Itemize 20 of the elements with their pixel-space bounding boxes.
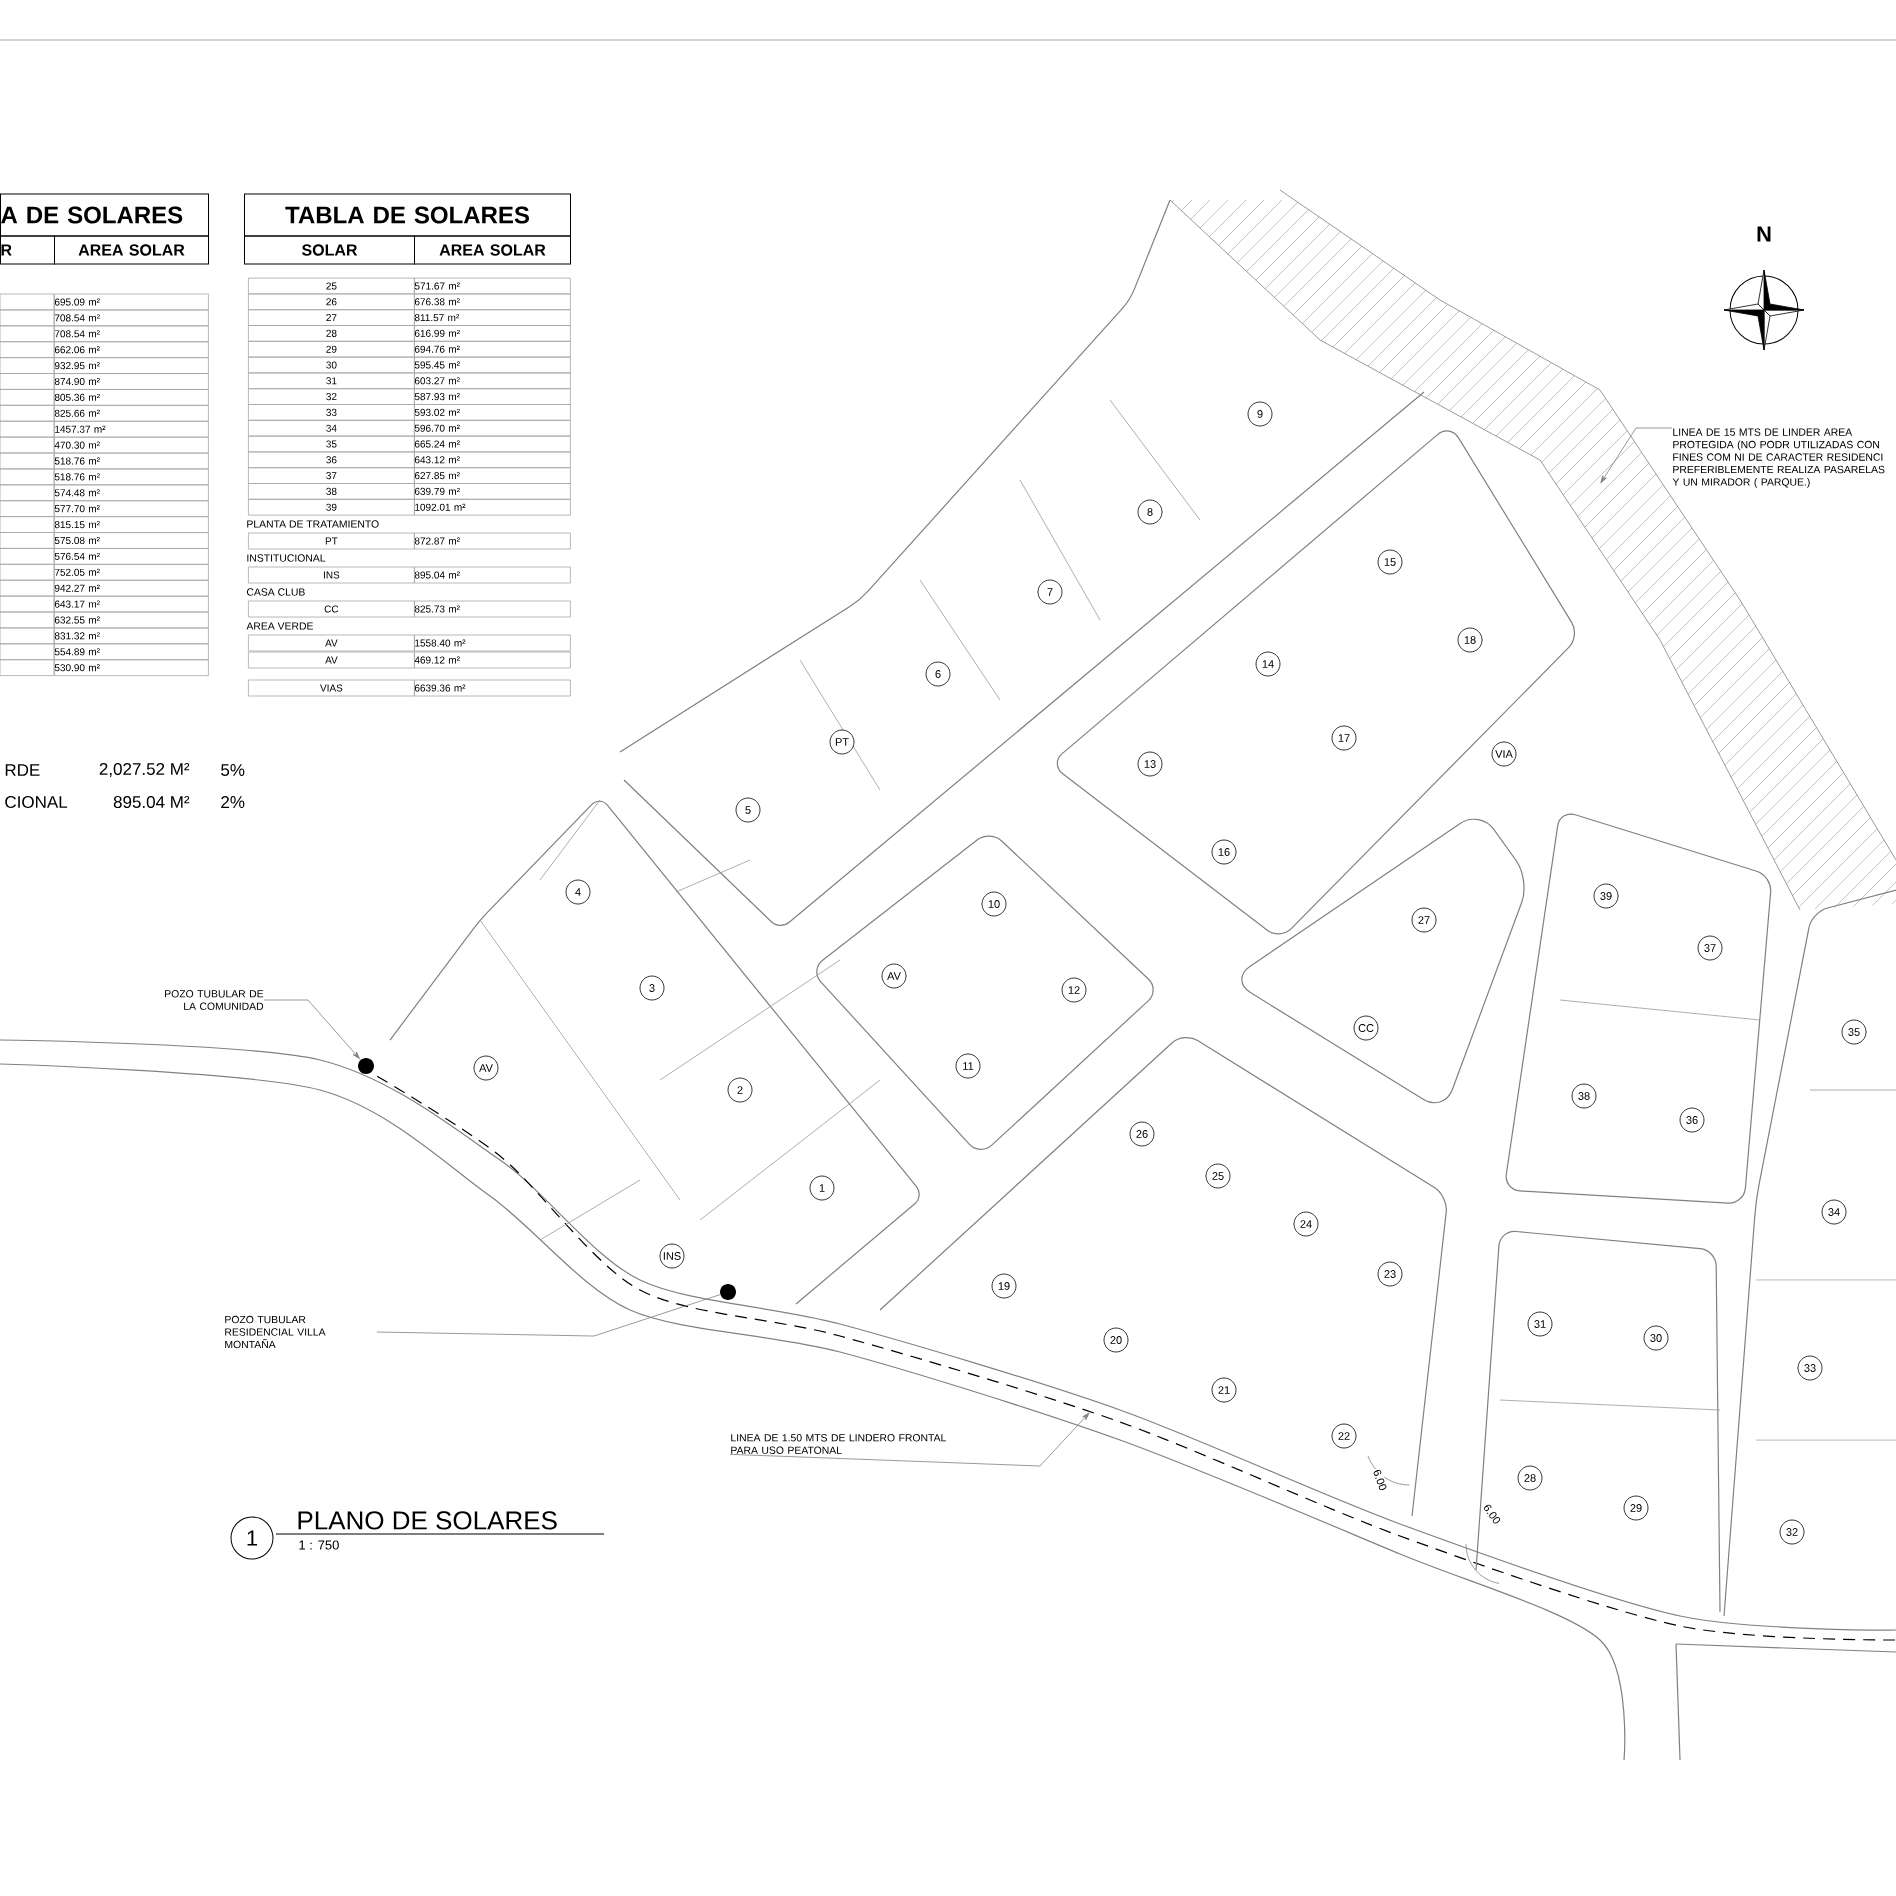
- table-title: TABLA DE SOLARES: [244, 193, 571, 237]
- summary-text: CIONAL: [5, 796, 68, 808]
- leader-line: [376, 1294, 721, 1337]
- well-dot: [720, 1284, 736, 1300]
- leader-line: [1600, 427, 1673, 484]
- drawing-title: PLANO DE SOLARES: [298, 1511, 557, 1530]
- table-header-cell: AREA SOLAR: [414, 235, 571, 265]
- summary-text: 2,027.52 M²: [99, 763, 190, 777]
- summary-text: 2%: [221, 796, 245, 808]
- table-header-cell: AREA SOLAR: [54, 235, 209, 265]
- north-label: N: [1757, 226, 1771, 242]
- summary-text: 5%: [221, 764, 245, 776]
- table-header-cell: R: [0, 235, 55, 265]
- summary-text: 895.04 M²: [113, 796, 190, 808]
- leader-line: [729, 1412, 1090, 1467]
- table-header-cell: SOLAR: [244, 235, 415, 265]
- table-title: A DE SOLARES: [0, 193, 209, 237]
- summary-text: RDE: [5, 764, 40, 776]
- well-dot: [358, 1058, 374, 1074]
- leader-line: [263, 999, 360, 1060]
